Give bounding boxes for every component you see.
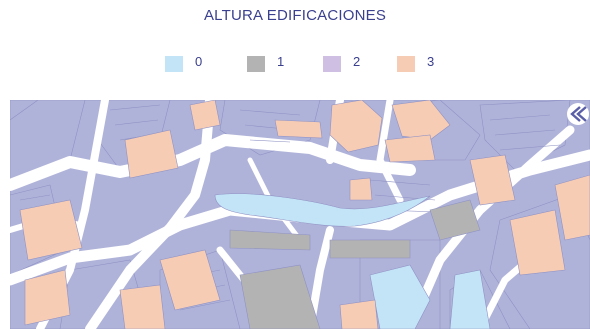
peach-zone-5 [384, 134, 436, 163]
legend-label-0: 0 [195, 54, 203, 69]
map-canvas [10, 100, 590, 329]
peach-zone-13 [554, 174, 590, 241]
peach-zone-1 [329, 100, 383, 153]
peach-zone-10 [119, 284, 166, 329]
gray-zone-2 [329, 239, 411, 259]
legend-swatch-0 [165, 56, 183, 72]
gray-zone-3 [239, 264, 321, 329]
peach-zone-3 [189, 100, 221, 131]
peach-zone-12 [509, 209, 566, 276]
legend: 0 1 2 3 [0, 52, 590, 74]
legend-swatch-2 [323, 56, 341, 72]
peach-zone-8 [24, 269, 71, 326]
gray-zone-1 [229, 229, 311, 251]
legend-label-1: 1 [277, 54, 285, 69]
river [214, 193, 431, 227]
peach-zone-14 [349, 177, 373, 201]
double-arrow-left-icon[interactable] [567, 103, 589, 125]
peach-zone-15 [339, 299, 379, 329]
peach-zone-11 [469, 154, 516, 206]
peach-zone-9 [159, 249, 221, 311]
peach-zone-6 [124, 129, 179, 179]
legend-swatch-3 [397, 56, 415, 72]
gray-zone-4 [429, 199, 481, 241]
peach-zone-4 [274, 119, 323, 139]
legend-label-2: 2 [353, 54, 361, 69]
map-title: ALTURA EDIFICACIONES [203, 7, 387, 24]
plaza-water [369, 264, 431, 329]
plaza-water-2 [449, 269, 491, 329]
legend-swatch-1 [247, 56, 265, 72]
building-height-map[interactable] [10, 100, 590, 329]
peach-zone-7 [19, 199, 83, 261]
parcel-lines [19, 104, 561, 311]
peach-zone-2 [391, 100, 451, 141]
legend-label-3: 3 [427, 54, 435, 69]
